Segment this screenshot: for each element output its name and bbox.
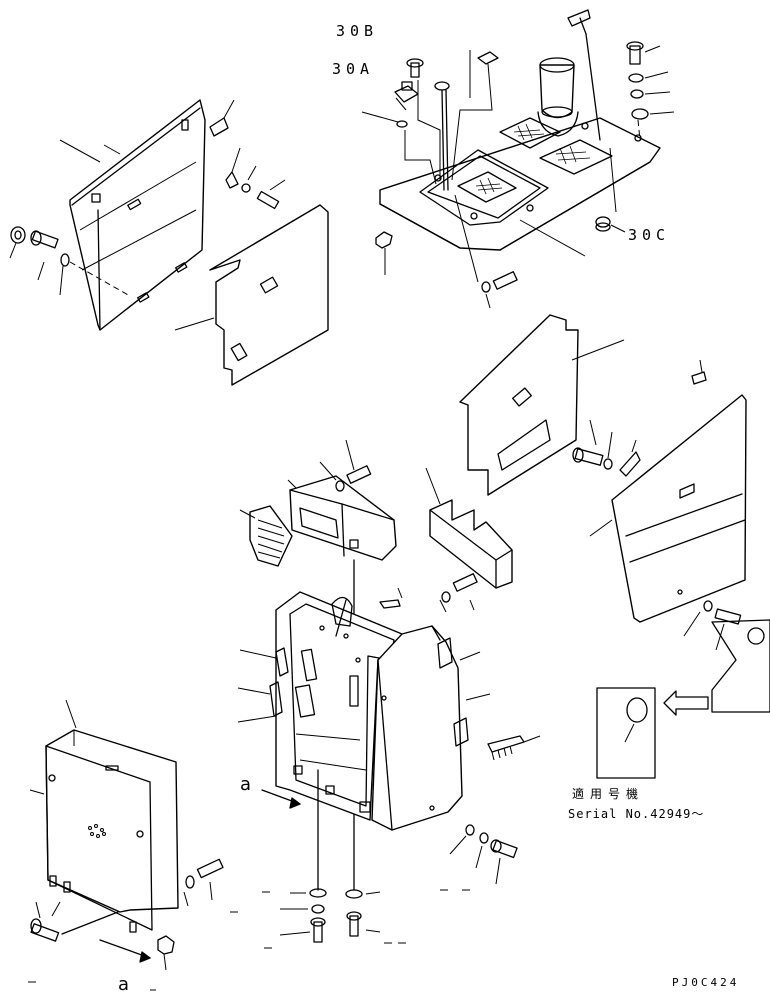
bolt-icon xyxy=(31,230,59,249)
upper-left-cover-assembly xyxy=(9,99,329,386)
washer-icon xyxy=(465,824,475,836)
bolt-icon xyxy=(196,858,224,879)
bolt-icon xyxy=(626,41,644,51)
pin-icon xyxy=(434,81,450,191)
washer-icon xyxy=(335,480,345,492)
washer-icon xyxy=(441,591,451,603)
top-plate xyxy=(379,117,661,251)
top-plate-assembly xyxy=(361,9,675,309)
spring-nut-icon xyxy=(595,216,626,233)
screw-icon xyxy=(406,58,424,78)
view-a-marker-bottom: a xyxy=(118,974,129,995)
callout-30b: 30B xyxy=(336,22,378,40)
plug-icon xyxy=(747,627,765,645)
bolt-icon xyxy=(492,839,518,859)
callout-30a: 30A xyxy=(332,60,374,78)
serial-detail-box xyxy=(596,687,656,779)
plug-icon xyxy=(626,697,648,723)
vent-holes xyxy=(88,824,106,838)
bolt-icon xyxy=(346,465,372,484)
washer-icon xyxy=(628,73,644,83)
spring-washer-icon xyxy=(311,904,325,914)
washer-icon xyxy=(60,253,70,267)
bolt-icon xyxy=(30,923,60,942)
clip-icon xyxy=(209,117,229,137)
bolt-icon xyxy=(714,608,742,625)
right-side-cover-panel xyxy=(611,394,747,623)
serial-text: Serial No.42949～ xyxy=(568,807,704,821)
bolt-icon xyxy=(452,573,478,592)
top-right-fasteners xyxy=(567,9,675,213)
right-cover-assembly xyxy=(459,314,770,779)
arrow-left-icon xyxy=(663,690,709,716)
washer-icon xyxy=(703,600,713,612)
clip-icon xyxy=(379,599,401,609)
air-duct xyxy=(289,475,397,561)
washer-icon xyxy=(481,281,491,293)
clip-icon xyxy=(477,51,499,65)
rear-cover-plate xyxy=(45,729,179,913)
bolt-icon xyxy=(310,917,326,943)
bolt-icon xyxy=(574,448,604,466)
strip-icon xyxy=(487,735,525,753)
rear-cover-assembly xyxy=(28,699,238,991)
nut-icon xyxy=(375,231,393,249)
cup-holder xyxy=(539,64,575,119)
washer-icon xyxy=(185,875,195,889)
grille-icon xyxy=(249,505,293,567)
clip-icon xyxy=(691,371,707,385)
foam-block xyxy=(429,499,513,589)
drawing-code: PJ0C424 xyxy=(672,976,739,989)
clip-icon xyxy=(619,451,641,477)
bolt-icon xyxy=(346,911,362,937)
washer-icon xyxy=(603,458,613,470)
washer-icon xyxy=(479,832,489,844)
bracket-icon xyxy=(394,85,419,103)
nut-icon xyxy=(157,935,175,955)
serial-heading: 適用号機 xyxy=(572,786,644,801)
bolt-icon xyxy=(256,190,280,210)
washer-icon xyxy=(309,888,327,898)
nut-icon xyxy=(10,226,26,244)
callout-30c: 30C xyxy=(628,226,670,244)
bolt-icon xyxy=(492,271,518,290)
grommet-icon xyxy=(275,647,289,677)
detail-callout-frame xyxy=(711,619,770,713)
console-right-shell xyxy=(371,625,463,831)
console-box xyxy=(237,591,541,949)
washer-icon xyxy=(345,889,363,899)
left-side-cover-panel xyxy=(69,99,206,331)
view-a-marker-top: a xyxy=(240,774,251,795)
left-insulation-pad xyxy=(209,204,329,386)
nut-icon xyxy=(630,89,644,99)
